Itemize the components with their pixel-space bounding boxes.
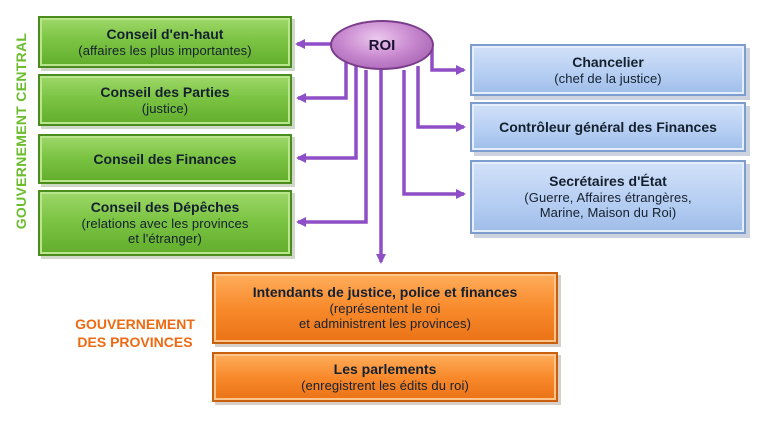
conseil-detail: (justice) <box>141 100 189 116</box>
gouvernement-provinces-label: GOUVERNEMENT DES PROVINCES <box>75 316 195 350</box>
officier-detail: (Guerre, Affaires étrangères, <box>524 189 692 205</box>
conseil-title: Conseil des Parties <box>100 84 230 101</box>
conseil-depeches-box: Conseil des Dépêches (relations avec les… <box>38 190 292 256</box>
officier-title: Chancelier <box>572 54 644 71</box>
roi-node: ROI <box>330 20 434 70</box>
province-title: Les parlements <box>333 361 437 378</box>
officier-title: Contrôleur général des Finances <box>499 118 717 135</box>
roi-label: ROI <box>368 36 396 54</box>
province-detail: et administrent les provinces) <box>298 316 472 332</box>
officier-title: Secrétaires d'État <box>549 173 667 190</box>
officier-detail: (chef de la justice) <box>554 70 662 86</box>
controleur-box: Contrôleur général des Finances <box>470 102 746 152</box>
conseil-detail: (relations avec les provinces <box>81 215 249 231</box>
conseil-en-haut-box: Conseil d'en-haut (affaires les plus imp… <box>38 16 292 68</box>
conseil-detail: et l'étranger) <box>128 231 202 247</box>
province-detail: (représentent le roi <box>329 300 441 316</box>
conseil-finances-box: Conseil des Finances <box>38 134 292 184</box>
arrow-to-conseil-parties <box>296 62 348 103</box>
conseil-title: Conseil des Dépêches <box>90 199 240 216</box>
arrow-to-controleur <box>416 66 466 132</box>
chancelier-box: Chancelier (chef de la justice) <box>470 44 746 96</box>
officier-detail: Marine, Maison du Roi) <box>539 205 677 221</box>
arrow-to-conseil-finances <box>296 66 358 163</box>
intendants-box: Intendants de justice, police et finance… <box>212 272 558 344</box>
conseil-detail: (affaires les plus importantes) <box>78 42 252 58</box>
conseil-title: Conseil d'en-haut <box>106 26 224 43</box>
arrow-to-chancelier <box>430 48 466 75</box>
province-title: Intendants de justice, police et finance… <box>252 284 518 301</box>
conseil-parties-box: Conseil des Parties (justice) <box>38 74 292 126</box>
secretaires-box: Secrétaires d'État (Guerre, Affaires étr… <box>470 160 746 234</box>
conseil-title: Conseil des Finances <box>93 150 237 167</box>
province-detail: (enregistrent les édits du roi) <box>301 377 469 393</box>
parlements-box: Les parlements (enregistrent les édits d… <box>212 352 558 402</box>
arrow-to-secretaires <box>402 70 466 199</box>
arrow-to-conseil-depeches <box>296 70 368 227</box>
